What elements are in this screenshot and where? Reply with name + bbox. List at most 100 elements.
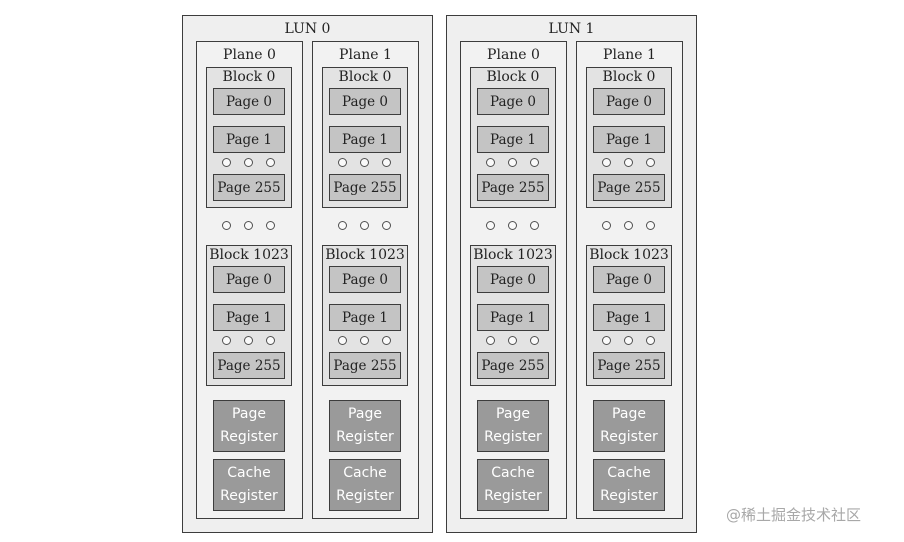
page-ellipsis	[486, 158, 540, 168]
block-label: Block 1023	[589, 247, 669, 263]
page-register-line: Register	[484, 429, 542, 445]
block-label: Block 0	[602, 69, 656, 85]
ellipsis-dot	[486, 221, 495, 230]
cache-register-line: Register	[220, 488, 278, 504]
ellipsis-dot	[508, 336, 517, 345]
ellipsis-dot	[338, 158, 347, 167]
page-ellipsis	[338, 158, 392, 168]
page-box: Page 255	[477, 174, 549, 201]
ellipsis-dot	[360, 336, 369, 345]
page-ellipsis	[222, 336, 276, 346]
ellipsis-dot	[646, 221, 655, 230]
cache-register-line: Register	[600, 488, 658, 504]
block-label: Block 0	[222, 69, 276, 85]
ellipsis-dot	[382, 158, 391, 167]
page-ellipsis	[602, 336, 656, 346]
cache-register-line: Register	[336, 488, 394, 504]
page-box: Page 255	[213, 174, 285, 201]
plane-label: Plane 1	[603, 47, 656, 63]
cache-register-line: Register	[484, 488, 542, 504]
ellipsis-dot	[222, 336, 231, 345]
page-box: Page 0	[593, 266, 665, 293]
ellipsis-dot	[360, 158, 369, 167]
ellipsis-dot	[646, 336, 655, 345]
block-label: Block 0	[338, 69, 392, 85]
ellipsis-dot	[338, 221, 347, 230]
page-ellipsis	[486, 336, 540, 346]
ellipsis-dot	[244, 158, 253, 167]
lun-label: LUN 1	[548, 21, 595, 37]
lun-label: LUN 0	[284, 21, 331, 37]
block-label: Block 1023	[209, 247, 289, 263]
page-box: Page 0	[213, 266, 285, 293]
ellipsis-dot	[360, 221, 369, 230]
page-register-line: Page	[496, 406, 530, 422]
page-box: Page 0	[329, 266, 401, 293]
page-box: Page 1	[329, 126, 401, 153]
ellipsis-dot	[624, 158, 633, 167]
ellipsis-dot	[624, 336, 633, 345]
page-register-line: Page	[348, 406, 382, 422]
page-box: Page 255	[329, 174, 401, 201]
cache-register-line: Cache	[227, 465, 271, 481]
block-ellipsis	[602, 221, 656, 231]
page-register-line: Page	[612, 406, 646, 422]
block-label: Block 1023	[473, 247, 553, 263]
ellipsis-dot	[508, 158, 517, 167]
ellipsis-dot	[266, 158, 275, 167]
page-box: Page 0	[329, 88, 401, 115]
block-ellipsis	[338, 221, 392, 231]
block-ellipsis	[486, 221, 540, 231]
watermark: @稀土掘金技术社区	[726, 506, 862, 524]
page-box: Page 1	[477, 126, 549, 153]
page-ellipsis	[338, 336, 392, 346]
ellipsis-dot	[382, 221, 391, 230]
page-box: Page 255	[593, 174, 665, 201]
ellipsis-dot	[338, 336, 347, 345]
ellipsis-dot	[244, 336, 253, 345]
page-register-line: Register	[600, 429, 658, 445]
page-register-line: Register	[220, 429, 278, 445]
ellipsis-dot	[222, 158, 231, 167]
page-ellipsis	[602, 158, 656, 168]
page-box: Page 0	[477, 88, 549, 115]
ellipsis-dot	[624, 221, 633, 230]
page-box: Page 1	[477, 304, 549, 331]
ellipsis-dot	[222, 221, 231, 230]
ellipsis-dot	[602, 158, 611, 167]
plane-label: Plane 1	[339, 47, 392, 63]
block-label: Block 0	[486, 69, 540, 85]
ellipsis-dot	[382, 336, 391, 345]
page-box: Page 1	[593, 304, 665, 331]
page-box: Page 255	[329, 352, 401, 379]
cache-register-line: Cache	[607, 465, 651, 481]
ellipsis-dot	[266, 221, 275, 230]
ellipsis-dot	[244, 221, 253, 230]
page-box: Page 0	[213, 88, 285, 115]
page-box: Page 255	[593, 352, 665, 379]
ellipsis-dot	[646, 158, 655, 167]
block-label: Block 1023	[325, 247, 405, 263]
page-register-line: Page	[232, 406, 266, 422]
ellipsis-dot	[530, 158, 539, 167]
page-box: Page 0	[477, 266, 549, 293]
page-box: Page 1	[329, 304, 401, 331]
plane-label: Plane 0	[223, 47, 276, 63]
plane-label: Plane 0	[487, 47, 540, 63]
page-box: Page 255	[477, 352, 549, 379]
page-box: Page 1	[213, 304, 285, 331]
ellipsis-dot	[530, 336, 539, 345]
ellipsis-dot	[602, 336, 611, 345]
ellipsis-dot	[508, 221, 517, 230]
page-box: Page 1	[593, 126, 665, 153]
ellipsis-dot	[530, 221, 539, 230]
ellipsis-dot	[266, 336, 275, 345]
